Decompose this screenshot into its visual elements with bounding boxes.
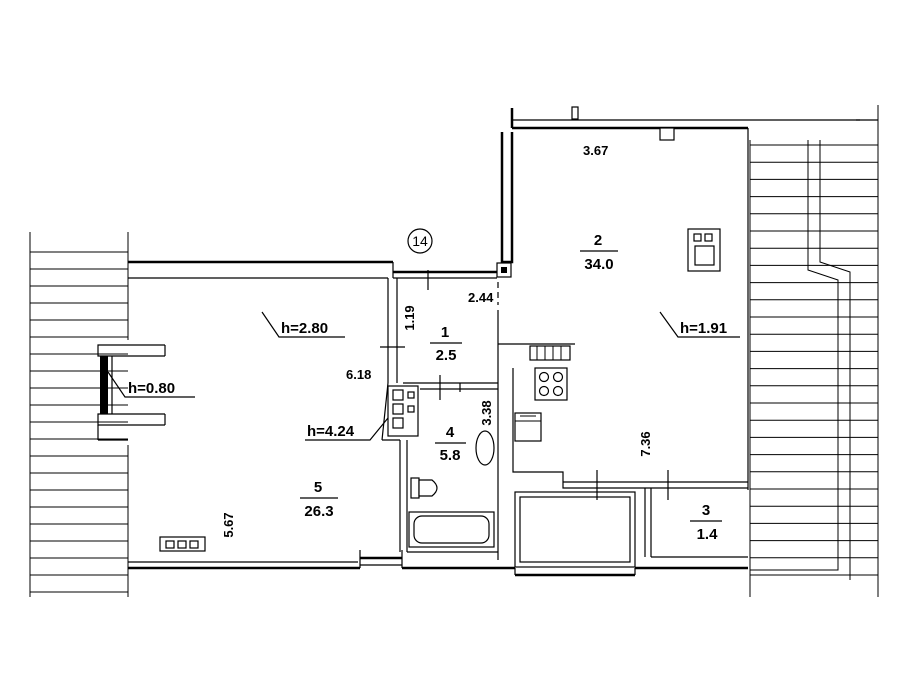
counter-unit-icon xyxy=(498,343,575,361)
apartment-number-badge: 14 xyxy=(407,228,433,254)
height-leader-hall xyxy=(305,417,389,441)
bathtub-icon xyxy=(408,511,495,548)
room-number: 1 xyxy=(441,324,449,341)
room-3-label: 3 1.4 xyxy=(690,502,722,543)
height-label-room5: h=2.80 xyxy=(281,320,328,337)
apartment-number: 14 xyxy=(412,233,428,249)
roof-hatch-right xyxy=(749,105,879,597)
kitchen-sink-icon xyxy=(514,412,542,442)
room-5-label: 5 26.3 xyxy=(300,479,338,520)
room-number: 2 xyxy=(594,232,602,249)
room-2-label: 2 34.0 xyxy=(580,232,618,273)
height-label-hall: h=4.24 xyxy=(307,423,355,440)
radiator-icon xyxy=(159,536,206,552)
room-number: 4 xyxy=(446,424,455,441)
dimension-label: 6.18 xyxy=(346,367,371,382)
dimension-label: 5.67 xyxy=(221,512,236,537)
room-area: 2.5 xyxy=(436,347,457,364)
roof-hatch-left xyxy=(29,232,129,597)
height-label-window: h=0.80 xyxy=(128,380,175,397)
height-leader-window xyxy=(107,371,195,398)
room-area: 34.0 xyxy=(584,256,613,273)
height-leader-room5 xyxy=(261,311,345,338)
washbasin-icon xyxy=(475,430,495,466)
dimension-label: 7.36 xyxy=(638,431,653,456)
boiler-icon xyxy=(387,385,419,437)
room-1-label: 1 2.5 xyxy=(430,324,462,364)
dimension-label: 1.19 xyxy=(402,305,417,330)
room-area: 5.8 xyxy=(440,447,461,464)
exterior-walls xyxy=(128,106,878,577)
room-number: 5 xyxy=(314,479,322,496)
toilet-icon xyxy=(410,477,438,499)
room-4-label: 4 5.8 xyxy=(435,424,466,464)
height-leader-room2 xyxy=(659,311,740,338)
height-label-room2: h=1.91 xyxy=(680,320,727,337)
dimension-label: 2.44 xyxy=(468,290,494,305)
stove-icon xyxy=(534,367,568,401)
dimension-label: 3.38 xyxy=(479,400,494,425)
room-area: 1.4 xyxy=(697,526,719,543)
cooktop-icon xyxy=(687,228,721,272)
dormer-window-left xyxy=(97,344,166,441)
dimension-label: 3.67 xyxy=(583,143,608,158)
room-number: 3 xyxy=(702,502,710,519)
interior-walls xyxy=(359,270,748,568)
room-area: 26.3 xyxy=(304,503,333,520)
